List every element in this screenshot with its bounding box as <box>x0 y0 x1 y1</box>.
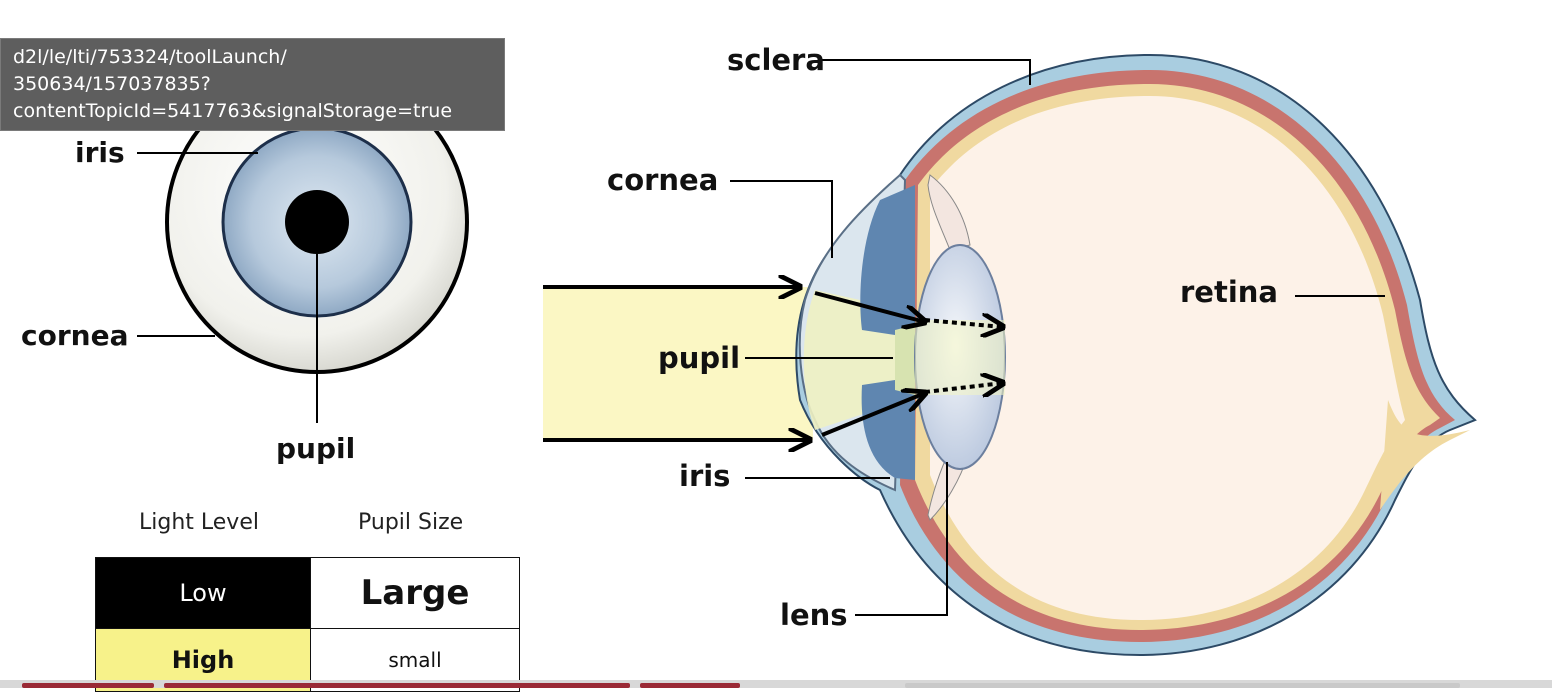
front-pupil-shape <box>285 190 349 254</box>
front-label-cornea: cornea <box>21 319 128 352</box>
table-header-light-level: Light Level <box>139 510 259 535</box>
table-cell-light: Low <box>95 557 311 629</box>
url-tooltip: d2l/le/lti/753324/toolLaunch/ 350634/157… <box>0 38 505 131</box>
vitreous-body <box>930 96 1405 620</box>
side-label-lens: lens <box>780 598 848 632</box>
front-label-iris: iris <box>75 136 125 169</box>
tooltip-line: d2l/le/lti/753324/toolLaunch/ <box>13 46 287 68</box>
tooltip-line: 350634/157037835? <box>13 73 211 95</box>
side-label-retina: retina <box>1180 275 1278 309</box>
dotted-arrow-icon <box>924 320 1003 327</box>
table-row: Low Large <box>95 557 520 629</box>
scroll-segment[interactable] <box>905 683 1460 688</box>
light-pupil-table: Low Large High small <box>95 557 520 692</box>
side-label-iris: iris <box>679 459 730 493</box>
arrow-icon <box>814 291 925 322</box>
dotted-arrow-icon <box>924 383 1003 392</box>
side-label-sclera: sclera <box>727 43 825 77</box>
scroll-segment[interactable] <box>22 683 154 688</box>
side-pupil-opening <box>895 325 915 395</box>
front-label-pupil: pupil <box>276 432 355 465</box>
table-cell-size: Large <box>310 557 520 629</box>
side-label-pupil: pupil <box>658 341 740 375</box>
light-beam <box>543 287 813 440</box>
side-label-cornea: cornea <box>607 163 718 197</box>
scroll-segment[interactable] <box>164 683 630 688</box>
bottom-scrollbar[interactable] <box>0 680 1552 688</box>
side-eye: sclera cornea pupil iris lens retina <box>543 43 1477 657</box>
optic-nerve <box>1380 400 1470 510</box>
table-header-pupil-size: Pupil Size <box>358 510 464 535</box>
tooltip-line: contentTopicId=5417763&signalStorage=tru… <box>13 100 453 122</box>
front-eye: iris cornea pupil <box>21 70 469 465</box>
arrow-icon <box>821 393 925 437</box>
scroll-segment[interactable] <box>640 683 740 688</box>
